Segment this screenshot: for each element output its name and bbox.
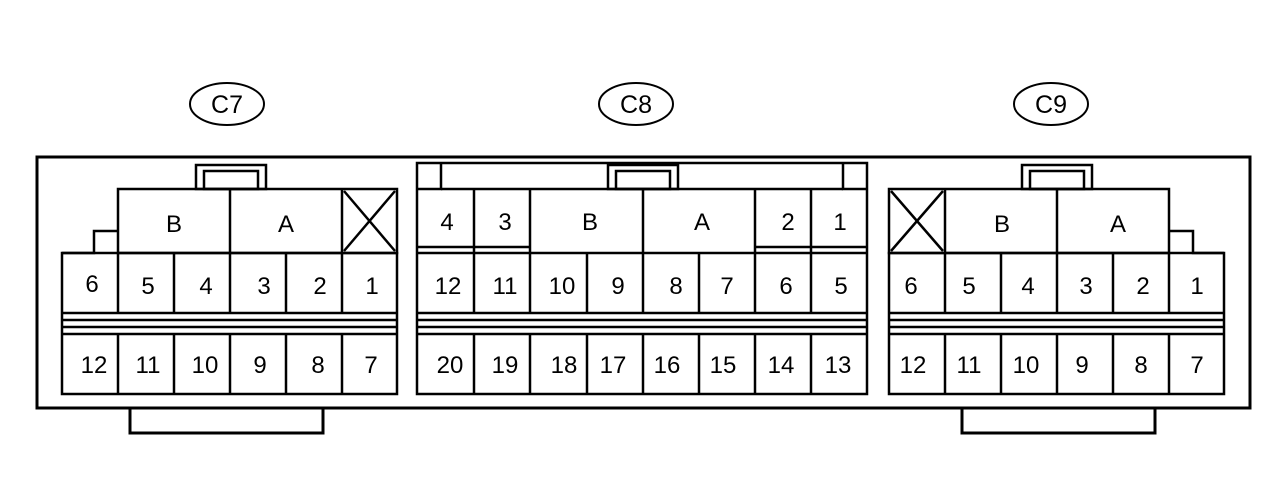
c8-pin: 1 xyxy=(833,209,846,236)
c9-pin: 2 xyxy=(1136,273,1149,300)
c8-pin: 12 xyxy=(435,273,462,300)
c9-pin: 11 xyxy=(957,352,982,379)
c9-pin: 9 xyxy=(1075,352,1088,379)
mounting-tab-right xyxy=(960,406,1157,435)
c9-pin: 1 xyxy=(1190,273,1203,300)
c9-pin: 3 xyxy=(1079,273,1092,300)
c9-pin: 4 xyxy=(1021,273,1034,300)
c9-latch xyxy=(1020,163,1094,191)
c8-pin: 10 xyxy=(549,273,576,300)
mounting-tab-left xyxy=(128,406,325,435)
connector-c7: C7 xyxy=(60,82,399,396)
connector-c9-label: C9 xyxy=(1035,91,1067,119)
c7-pin: 5 xyxy=(141,273,154,300)
c7-pin: 11 xyxy=(136,352,161,379)
c8-latch xyxy=(606,163,680,191)
c7-pin: 8 xyxy=(311,352,324,379)
c8-pin: 15 xyxy=(710,352,737,379)
c8-key-b: B xyxy=(582,209,598,236)
c8-pin: 7 xyxy=(720,273,733,300)
c8-pin: 20 xyxy=(437,352,464,379)
c7-pin: 10 xyxy=(192,352,219,379)
c9-pin: 5 xyxy=(962,273,975,300)
c8-pin: 18 xyxy=(551,352,578,379)
connector-c7-label-oval xyxy=(189,82,265,126)
c9-pin: 6 xyxy=(904,273,917,300)
connector-c8-label: C8 xyxy=(620,91,652,119)
c9-key-row xyxy=(887,187,1171,255)
c8-pin: 5 xyxy=(834,273,847,300)
c7-key-b: B xyxy=(166,211,182,238)
c8-key-a: A xyxy=(694,209,710,236)
c7-pin: 4 xyxy=(199,273,212,300)
connector-c9: C9 xyxy=(887,82,1226,396)
c8-pin: 2 xyxy=(781,209,794,236)
c7-pin: 12 xyxy=(81,352,108,379)
c9-key-a: A xyxy=(1110,211,1126,238)
c7-pin: 9 xyxy=(253,352,266,379)
c7-pin: 1 xyxy=(365,273,378,300)
c8-pin: 14 xyxy=(768,352,795,379)
c8-pin: 3 xyxy=(498,209,511,236)
connector-c7-label: C7 xyxy=(211,91,243,119)
connector-c8-label-oval xyxy=(598,82,674,126)
c7-pin: 3 xyxy=(257,273,270,300)
c9-pin: 12 xyxy=(900,352,927,379)
c8-pin: 8 xyxy=(669,273,682,300)
c8-pin: 17 xyxy=(600,352,627,379)
c8-pin: 9 xyxy=(611,273,624,300)
connector-housing xyxy=(35,155,1252,435)
c7-pin: 6 xyxy=(85,271,98,298)
c7-pin: 2 xyxy=(313,273,326,300)
x-cross-icon xyxy=(890,190,944,252)
c8-pin: 13 xyxy=(825,352,852,379)
connector-c9-label-oval xyxy=(1013,82,1089,126)
c7-key-a: A xyxy=(278,211,294,238)
c8-pin: 6 xyxy=(779,273,792,300)
x-cross-icon xyxy=(343,190,396,252)
c9-pin: 10 xyxy=(1013,352,1040,379)
c8-pin: 19 xyxy=(492,352,519,379)
c8-pin: 11 xyxy=(493,273,518,300)
c7-latch xyxy=(194,163,268,191)
c9-pin: 7 xyxy=(1190,352,1203,379)
c7-key-row xyxy=(116,187,399,255)
c7-pin: 7 xyxy=(364,352,377,379)
c8-pin: 16 xyxy=(654,352,681,379)
c9-pin: 8 xyxy=(1134,352,1147,379)
c9-key-b: B xyxy=(994,211,1010,238)
connector-c8: C8 xyxy=(415,82,869,396)
c8-pin: 4 xyxy=(440,209,453,236)
